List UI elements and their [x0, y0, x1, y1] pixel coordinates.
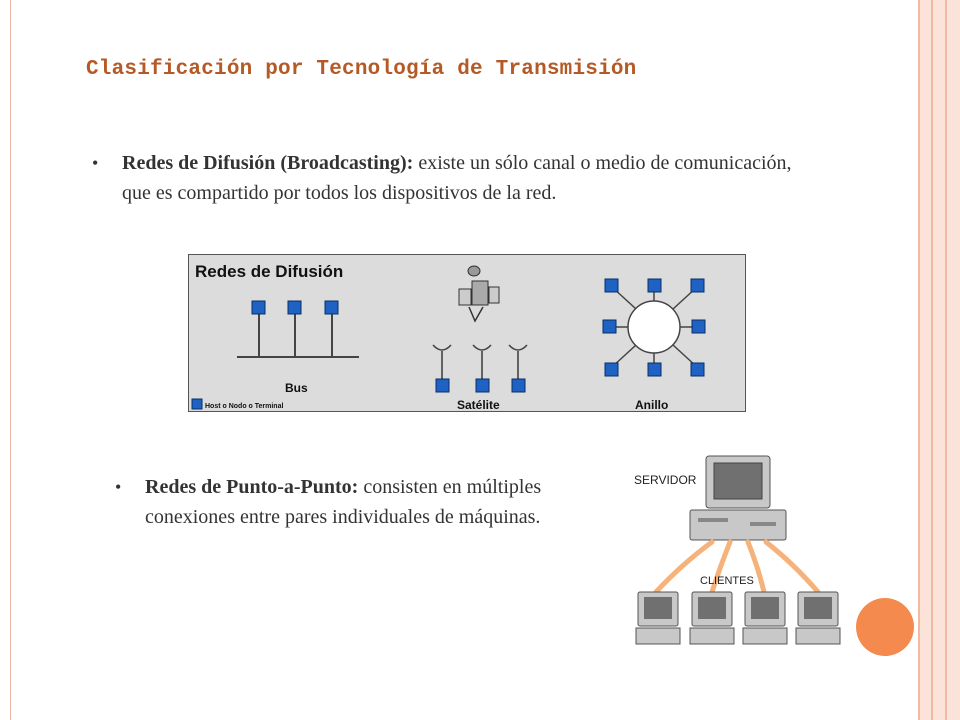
bullet-broadcast: • Redes de Difusión (Broadcasting): exis…: [92, 148, 802, 208]
host-node: [690, 278, 705, 293]
ring-label: Anillo: [635, 398, 668, 411]
bullet-term: Redes de Punto-a-Punto:: [145, 476, 359, 498]
host-node: [602, 319, 617, 334]
host-node: [647, 278, 662, 293]
client-server-diagram: SERVIDOR CLIENTES: [634, 455, 841, 645]
client-computer-icon: [742, 591, 788, 645]
figure-heading: Redes de Difusión: [195, 262, 343, 281]
ring-topology: [611, 286, 698, 368]
bus-topology: [237, 313, 359, 358]
bullet-dot: •: [92, 153, 99, 173]
client-computer-icon: [635, 591, 681, 645]
broadcast-networks-figure: Redes de Difusión Bus: [188, 254, 746, 412]
client-computer-icon: [689, 591, 735, 645]
satellite-icon: [458, 265, 500, 323]
legend-label: Host o Nodo o Terminal: [205, 403, 283, 410]
server-computer-icon: [689, 455, 787, 541]
client-server-figure: SERVIDOR CLIENTES: [632, 452, 842, 652]
slide-title: Clasificación por Tecnología de Transmis…: [86, 58, 637, 81]
host-node: [690, 362, 705, 377]
host-node: [647, 362, 662, 377]
bullet-dot: •: [115, 477, 122, 497]
host-node: [475, 378, 490, 393]
legend-node-swatch: [191, 398, 203, 410]
satellite-label: Satélite: [457, 398, 500, 411]
slide-frame-right-band: [918, 0, 960, 720]
bullet-point-to-point: • Redes de Punto-a-Punto: consisten en m…: [115, 472, 615, 532]
host-node: [287, 300, 302, 315]
host-node: [251, 300, 266, 315]
slide-frame-left-line: [10, 0, 11, 720]
connection-links: [653, 539, 821, 595]
bullet-text: existe un sólo canal o medio de comunica…: [122, 152, 792, 204]
bullet-text: consisten en múltiples conexiones entre …: [145, 476, 542, 528]
bus-label: Bus: [285, 381, 308, 395]
decorative-orange-circle: [856, 598, 914, 656]
host-node: [604, 362, 619, 377]
satellite-dishes: [432, 344, 528, 379]
host-node: [604, 278, 619, 293]
bullet-term: Redes de Difusión (Broadcasting):: [122, 152, 414, 174]
host-node: [435, 378, 450, 393]
broadcast-diagram: Redes de Difusión Bus: [191, 262, 706, 411]
clients-label: CLIENTES: [700, 575, 754, 587]
host-node: [324, 300, 339, 315]
server-label: SERVIDOR: [634, 473, 697, 487]
host-node: [511, 378, 526, 393]
host-node: [691, 319, 706, 334]
client-computer-icon: [795, 591, 841, 645]
